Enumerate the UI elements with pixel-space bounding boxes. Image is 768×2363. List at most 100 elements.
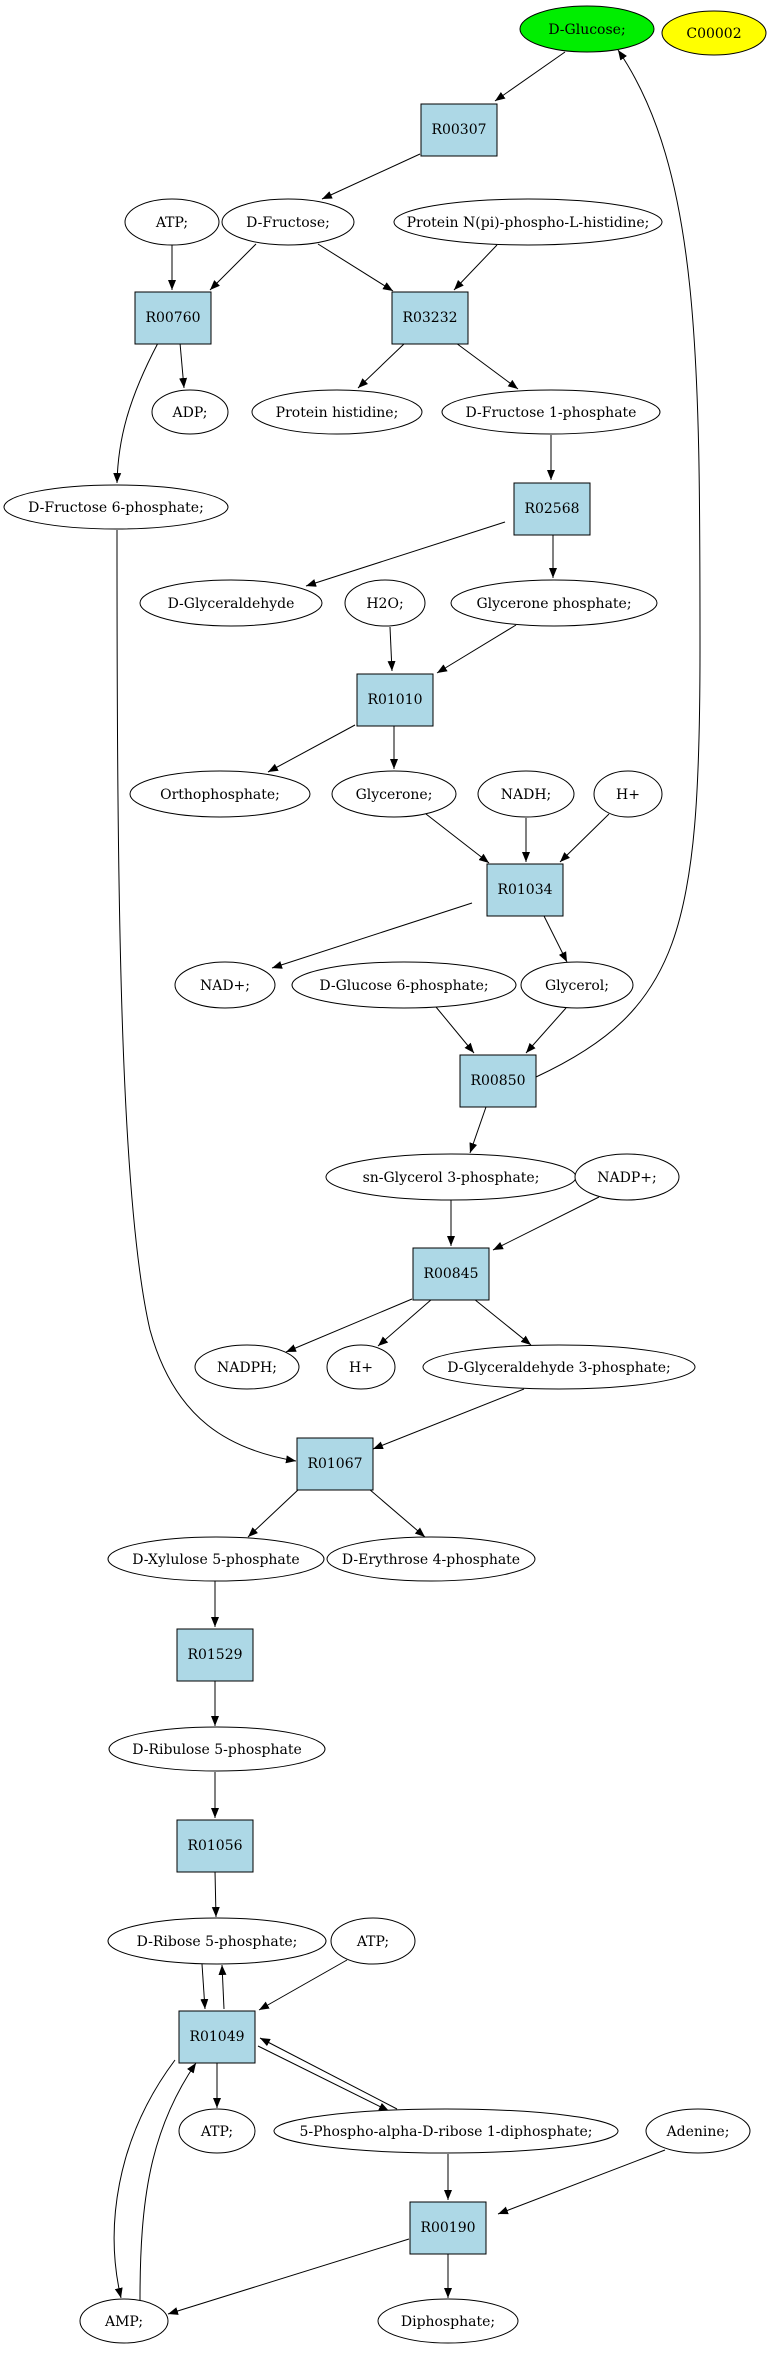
compound-ellipse bbox=[441, 389, 661, 435]
node-label: H2O; bbox=[366, 596, 403, 612]
node-label: R01010 bbox=[367, 692, 422, 708]
node-glc6p[interactable]: D-Glucose 6-phosphate; bbox=[291, 961, 517, 1009]
node-protein_his[interactable]: Protein histidine; bbox=[251, 389, 423, 435]
compound-ellipse bbox=[129, 770, 311, 818]
node-r02568[interactable]: R02568 bbox=[513, 482, 591, 536]
node-h2o[interactable]: H2O; bbox=[344, 579, 426, 627]
reaction-box bbox=[486, 863, 564, 917]
reaction-box bbox=[420, 103, 498, 157]
node-gap[interactable]: D-Glyceraldehyde 3-phosphate; bbox=[422, 1344, 696, 1390]
node-nadpplus[interactable]: NADP+; bbox=[574, 1153, 680, 1201]
edge-h2o-to-r01010 bbox=[387, 626, 396, 672]
node-label: D-Erythrose 4-phosphate bbox=[342, 1552, 520, 1568]
node-dhap[interactable]: Glycerone phosphate; bbox=[450, 579, 658, 627]
node-atp1[interactable]: ATP; bbox=[124, 198, 220, 246]
node-r01034[interactable]: R01034 bbox=[486, 863, 564, 917]
node-protein_nphis[interactable]: Protein N(pi)-phospho-L-histidine; bbox=[393, 198, 663, 246]
node-label: R00307 bbox=[431, 122, 486, 138]
node-label: Glycerone; bbox=[356, 787, 433, 803]
compound-ellipse bbox=[377, 2298, 519, 2344]
node-label: ATP; bbox=[155, 215, 188, 231]
node-glycerol[interactable]: Glycerol; bbox=[520, 961, 634, 1009]
node-r01049[interactable]: R01049 bbox=[178, 2010, 256, 2064]
edge-glycerone-to-r01034 bbox=[425, 813, 490, 864]
compound-ellipse bbox=[107, 1536, 325, 1582]
node-nadh[interactable]: NADH; bbox=[477, 770, 575, 818]
node-r00845[interactable]: R00845 bbox=[412, 1247, 490, 1301]
node-r00307[interactable]: R00307 bbox=[420, 103, 498, 157]
node-adp[interactable]: ADP; bbox=[151, 389, 229, 435]
compound-ellipse bbox=[174, 961, 276, 1009]
reaction-box bbox=[176, 1819, 254, 1873]
node-ru5p[interactable]: D-Ribulose 5-phosphate bbox=[108, 1726, 326, 1772]
compound-ellipse bbox=[221, 198, 355, 246]
node-label: D-Xylulose 5-phosphate bbox=[132, 1552, 299, 1568]
node-glucose[interactable]: D-Glucose; bbox=[519, 5, 655, 53]
node-r03232[interactable]: R03232 bbox=[391, 291, 469, 345]
edge-r00850-to-g3p bbox=[469, 1106, 487, 1154]
node-g3p[interactable]: sn-Glycerol 3-phosphate; bbox=[325, 1153, 577, 1201]
reaction-box bbox=[412, 1247, 490, 1301]
node-prpp[interactable]: 5-Phospho-alpha-D-ribose 1-diphosphate; bbox=[273, 2108, 619, 2154]
node-label: R02568 bbox=[524, 501, 579, 517]
reaction-box bbox=[391, 291, 469, 345]
node-amp[interactable]: AMP; bbox=[79, 2298, 169, 2344]
node-label: Protein histidine; bbox=[276, 405, 399, 421]
edge-r00760-to-fru6p bbox=[113, 342, 159, 484]
node-r01010[interactable]: R01010 bbox=[356, 673, 434, 727]
edge-r01067-to-e4p bbox=[368, 1488, 426, 1538]
node-e4p[interactable]: D-Erythrose 4-phosphate bbox=[326, 1536, 536, 1582]
compound-ellipse bbox=[124, 198, 220, 246]
edge-protein_nphis-to-r03232 bbox=[453, 244, 498, 291]
node-r00190[interactable]: R00190 bbox=[409, 2201, 487, 2255]
node-fructose[interactable]: D-Fructose; bbox=[221, 198, 355, 246]
node-label: Glycerone phosphate; bbox=[476, 596, 631, 612]
node-r00760[interactable]: R00760 bbox=[134, 291, 212, 345]
reaction-box bbox=[296, 1437, 374, 1491]
node-atp2[interactable]: ATP; bbox=[330, 1917, 416, 1965]
node-fru1p[interactable]: D-Fructose 1-phosphate bbox=[441, 389, 661, 435]
edge-r00190-to-amp bbox=[167, 2238, 410, 2315]
node-r01529[interactable]: R01529 bbox=[176, 1628, 254, 1682]
node-adenine[interactable]: Adenine; bbox=[645, 2108, 751, 2154]
node-nadph[interactable]: NADPH; bbox=[194, 1344, 300, 1390]
edge-adenine-to-r00190 bbox=[497, 2149, 666, 2215]
node-glyceraldehyde[interactable]: D-Glyceraldehyde bbox=[139, 579, 323, 627]
compound-ellipse bbox=[393, 198, 663, 246]
edge-glc6p-to-r00850 bbox=[435, 1006, 475, 1054]
node-r01067[interactable]: R01067 bbox=[296, 1437, 374, 1491]
node-r01056[interactable]: R01056 bbox=[176, 1819, 254, 1873]
node-fru6p[interactable]: D-Fructose 6-phosphate; bbox=[3, 484, 229, 530]
compound-ellipse bbox=[661, 10, 767, 56]
compound-ellipse bbox=[3, 484, 229, 530]
node-nadplus[interactable]: NAD+; bbox=[174, 961, 276, 1009]
node-label: 5-Phospho-alpha-D-ribose 1-diphosphate; bbox=[299, 2124, 592, 2140]
edge-prpp-to-r01049 bbox=[259, 2037, 398, 2110]
node-label: R01056 bbox=[187, 1838, 242, 1854]
reaction-box bbox=[176, 1628, 254, 1682]
node-xu5p[interactable]: D-Xylulose 5-phosphate bbox=[107, 1536, 325, 1582]
node-hplus2[interactable]: H+ bbox=[326, 1344, 396, 1390]
node-label: NADP+; bbox=[597, 1170, 656, 1186]
node-label: Orthophosphate; bbox=[160, 787, 280, 803]
edge-r03232-to-fru1p bbox=[455, 342, 519, 390]
node-diphosphate[interactable]: Diphosphate; bbox=[377, 2298, 519, 2344]
reaction-box bbox=[513, 482, 591, 536]
node-glycerone[interactable]: Glycerone; bbox=[331, 770, 457, 818]
node-r00850[interactable]: R00850 bbox=[459, 1054, 537, 1108]
node-c00002[interactable]: C00002 bbox=[661, 10, 767, 56]
node-label: sn-Glycerol 3-phosphate; bbox=[363, 1170, 540, 1186]
node-label: D-Fructose 6-phosphate; bbox=[28, 500, 204, 516]
edge-r01034-to-nadplus bbox=[271, 902, 473, 969]
node-atp3[interactable]: ATP; bbox=[178, 2108, 256, 2154]
edge-r00307-to-fructose bbox=[321, 153, 421, 200]
edge-r00760-to-adp bbox=[179, 342, 188, 389]
compound-ellipse bbox=[326, 1536, 536, 1582]
compound-ellipse bbox=[178, 2108, 256, 2154]
compound-ellipse bbox=[194, 1344, 300, 1390]
node-orthophosphate[interactable]: Orthophosphate; bbox=[129, 770, 311, 818]
reaction-box bbox=[409, 2201, 487, 2255]
edge-fructose-to-r00760 bbox=[209, 243, 257, 291]
node-r5p[interactable]: D-Ribose 5-phosphate; bbox=[107, 1917, 327, 1965]
node-hplus1[interactable]: H+ bbox=[593, 770, 663, 818]
